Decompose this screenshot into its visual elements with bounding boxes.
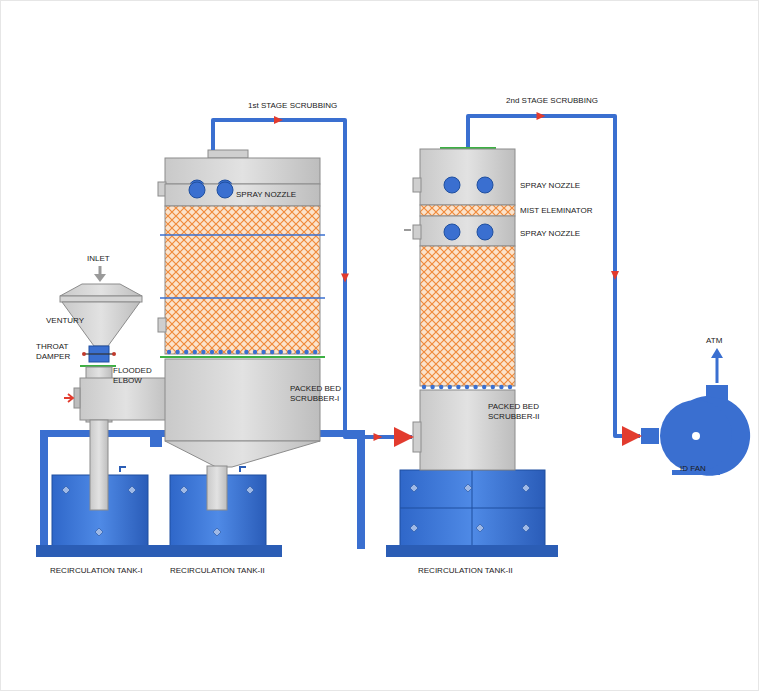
equipment-label: PACKED BED SCRUBBER-I [290,384,348,404]
part-label: INLET [87,254,110,264]
venturi [60,266,172,510]
packed-bed-scrubber [404,148,515,470]
support-frame [40,430,365,549]
part-label: RECIRCULATION TANK-II [418,566,513,576]
flow-arrow [611,271,619,280]
part-label: FLOODED ELBOW [113,366,153,386]
part-label: THROAT DAMPER [36,342,80,362]
flow-arrow [537,112,546,120]
part-label: VENTURY [46,316,84,326]
id-fan [641,348,750,476]
stage-label: 1st STAGE SCRUBBING [248,101,337,111]
fan-unit: ID FAN [638,392,742,482]
part-label: ATM [706,336,722,346]
equipment-label: ID FAN [680,464,730,474]
flow-arrow [623,432,632,440]
recirculation-tank [36,462,558,557]
packed-bed-scrubber [158,150,325,510]
pipe-connector [468,116,640,436]
scrubber-vessel: PACKED BED SCRUBBER-II [412,145,552,475]
part-label: SPRAY NOZZLE [236,190,296,200]
part-label: SPRAY NOZZLE [520,229,580,239]
flow-arrow [274,116,283,124]
part-label: SPRAY NOZZLE [520,181,580,191]
equipment-label: PACKED BED SCRUBBER-II [488,402,550,422]
part-label: RECIRCULATION TANK-II [170,566,265,576]
flow-arrow [341,274,349,283]
stage-label: 2nd STAGE SCRUBBING [506,96,598,106]
pipe-connector [213,120,412,437]
flow-arrow [374,433,383,441]
part-label: RECIRCULATION TANK-I [50,566,142,576]
part-label: MIST ELEMINATOR [520,206,592,216]
